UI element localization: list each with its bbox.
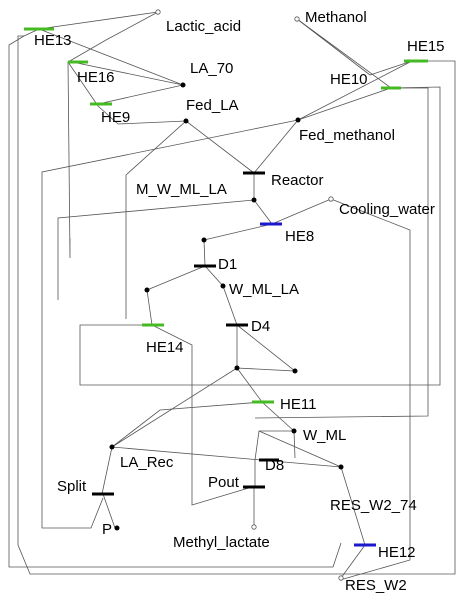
stream-fed-methanol-loop[interactable] <box>41 119 299 529</box>
label-reactor: Reactor <box>271 172 324 189</box>
stream-he11-right[interactable] <box>111 401 263 448</box>
stream-d4-he11[interactable] <box>236 367 296 459</box>
stream-fed-la[interactable] <box>185 120 255 174</box>
stream-labels: Lactic_acid Methanol HE13 HE15 HE16 LA_7… <box>34 9 445 594</box>
terminal-lactic-acid[interactable] <box>155 9 161 15</box>
node-p[interactable] <box>114 525 120 531</box>
stream-d4[interactable] <box>236 324 297 372</box>
label-la70: LA_70 <box>190 60 233 77</box>
node-d4-bottom[interactable] <box>234 365 240 371</box>
label-he8: HE8 <box>285 228 314 245</box>
stream-nodes <box>109 82 344 531</box>
stream-he13-link[interactable] <box>38 28 184 86</box>
stream-methanol[interactable] <box>17 18 456 575</box>
label-he13: HE13 <box>34 32 72 49</box>
node-d4-side[interactable] <box>292 368 298 374</box>
stream-lactic-acid-to-la70[interactable] <box>67 11 187 125</box>
label-w-ml: W_ML <box>303 427 346 444</box>
label-pout: Pout <box>208 474 240 491</box>
label-res-w2: RES_W2 <box>345 577 407 594</box>
stream-res-w2-74[interactable] <box>340 466 366 579</box>
label-fed-la: Fed_LA <box>186 97 239 114</box>
stream-d1-bottom[interactable] <box>146 265 253 506</box>
stream-he14-loop[interactable] <box>79 86 441 386</box>
stream-split-p[interactable] <box>102 493 116 529</box>
label-p: P <box>102 521 112 538</box>
stream-to-d1[interactable] <box>203 239 206 267</box>
stream-he9-link[interactable] <box>97 84 184 105</box>
terminal-cooling-water[interactable] <box>328 196 334 202</box>
stream-he16-down[interactable] <box>67 61 71 259</box>
unit-blocks <box>24 27 428 547</box>
stream-methanol-he10[interactable] <box>254 18 429 419</box>
node-d8-out[interactable] <box>338 464 344 470</box>
label-he10: HE10 <box>330 71 368 88</box>
stream-d8-out[interactable] <box>111 446 342 468</box>
node-w-ml[interactable] <box>291 428 297 434</box>
node-la-rec[interactable] <box>109 444 115 450</box>
node-he8-out[interactable] <box>201 237 207 243</box>
label-d1: D1 <box>218 256 237 273</box>
node-la70[interactable] <box>180 82 186 88</box>
label-d8: D8 <box>265 457 284 474</box>
node-fed-la[interactable] <box>183 118 189 124</box>
label-fed-methanol: Fed_methanol <box>299 127 395 144</box>
stream-cooling-water-out[interactable] <box>330 198 411 581</box>
label-d4: D4 <box>251 318 270 335</box>
stream-he15[interactable] <box>297 60 413 121</box>
stream-he10-feed[interactable] <box>297 87 392 121</box>
label-la-rec: LA_Rec <box>120 454 174 471</box>
label-he15: HE15 <box>407 38 445 55</box>
label-he11: HE11 <box>280 396 316 413</box>
stream-fed-methanol[interactable] <box>253 119 299 174</box>
label-m-w-ml-la: M_W_ML_LA <box>136 181 227 198</box>
label-cooling-water: Cooling_water <box>339 201 435 218</box>
terminal-methyl-lactate[interactable] <box>251 524 257 530</box>
stream-terminals <box>155 9 344 581</box>
node-w-ml-la[interactable] <box>220 283 226 289</box>
label-he14: HE14 <box>146 339 184 356</box>
stream-d8[interactable] <box>258 430 342 468</box>
label-he12: HE12 <box>378 544 416 561</box>
stream-fed-la-loop[interactable] <box>125 120 187 319</box>
label-split: Split <box>57 478 87 495</box>
label-res-w2-74: RES_W2_74 <box>330 497 417 514</box>
stream-w-ml[interactable] <box>254 430 294 487</box>
terminal-res-w2[interactable] <box>338 575 344 581</box>
node-d1-bottom[interactable] <box>144 287 150 293</box>
terminal-methanol[interactable] <box>294 16 300 22</box>
label-methanol: Methanol <box>305 9 367 26</box>
label-w-ml-la: W_ML_LA <box>229 281 299 298</box>
node-m-w-ml-la[interactable] <box>251 197 257 203</box>
stream-reactor-out[interactable] <box>253 173 273 225</box>
label-lactic-acid: Lactic_acid <box>166 18 241 35</box>
label-he9: HE9 <box>101 109 130 126</box>
label-he16: HE16 <box>77 69 115 86</box>
node-fed-methanol[interactable] <box>295 117 301 123</box>
stream-m-w-ml-la[interactable] <box>57 199 255 300</box>
label-methyl-lactate: Methyl_lactate <box>173 534 270 551</box>
stream-la70[interactable] <box>76 62 184 86</box>
